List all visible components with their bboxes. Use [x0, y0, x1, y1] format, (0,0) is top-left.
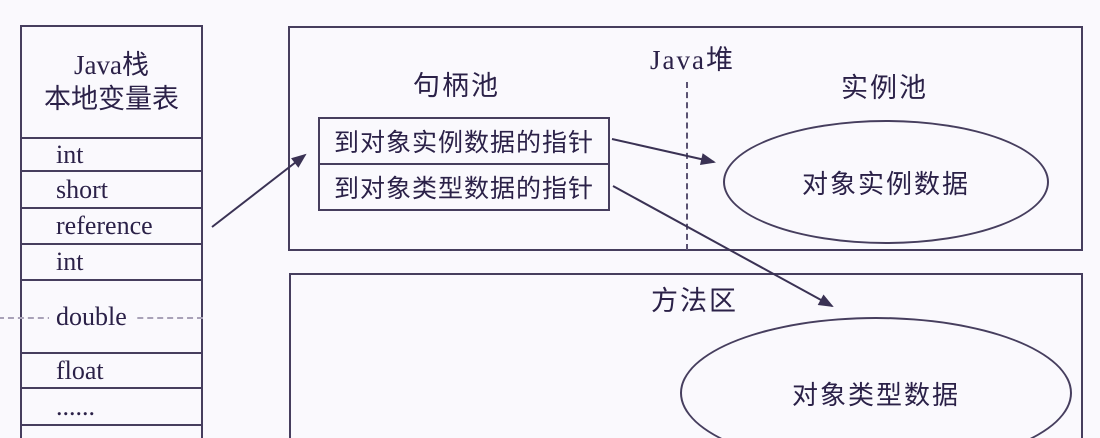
table-row-int-2: int: [22, 243, 201, 279]
table-row-ellipsis: ......: [22, 387, 201, 424]
handle-table: 到对象实例数据的指针 到对象类型数据的指针: [318, 117, 610, 211]
table-row-label: short: [56, 174, 108, 204]
object-type-data-label: 对象类型数据: [791, 380, 960, 410]
object-instance-data-ellipse: 对象实例数据: [723, 120, 1049, 244]
java-heap-box: Java堆 句柄池 实例池 到对象实例数据的指针 到对象类型数据的指针 对象实例…: [288, 26, 1083, 251]
handle-row-instance-pointer: 到对象实例数据的指针: [333, 130, 594, 157]
java-stack-table-header: Java栈 本地变量表: [22, 27, 201, 137]
table-row-label: ......: [56, 391, 95, 421]
table-row-empty: [22, 424, 201, 438]
table-row-label: double: [49, 301, 134, 332]
table-row-reference: reference: [22, 207, 201, 243]
java-stack-table: Java栈 本地变量表 int short reference int doub…: [0, 25, 203, 438]
table-row-double: double: [0, 279, 203, 352]
handle-pool-label: 句柄池: [413, 71, 500, 101]
table-row-float: float: [22, 352, 201, 387]
method-area-box: 方法区 对象类型数据: [289, 273, 1083, 438]
table-row-label: int: [56, 139, 84, 169]
instance-pool-label: 实例池: [841, 73, 928, 103]
java-stack-title-line1: Java栈: [74, 50, 149, 80]
method-area-title: 方法区: [651, 286, 738, 316]
table-row-label: float: [56, 355, 104, 385]
object-instance-data-label: 对象实例数据: [801, 169, 970, 199]
table-row-label: int: [56, 247, 84, 276]
table-row-short: short: [22, 170, 201, 207]
object-type-data-ellipse: 对象类型数据: [680, 317, 1072, 438]
java-stack-title-line2: 本地变量表: [44, 84, 179, 114]
heap-pool-dashed-divider: [686, 82, 688, 250]
java-heap-title: Java堆: [650, 45, 735, 75]
table-row-int: int: [22, 137, 201, 170]
table-row-label: reference: [56, 211, 153, 240]
handle-row-type-pointer: 到对象类型数据的指针: [320, 163, 608, 209]
